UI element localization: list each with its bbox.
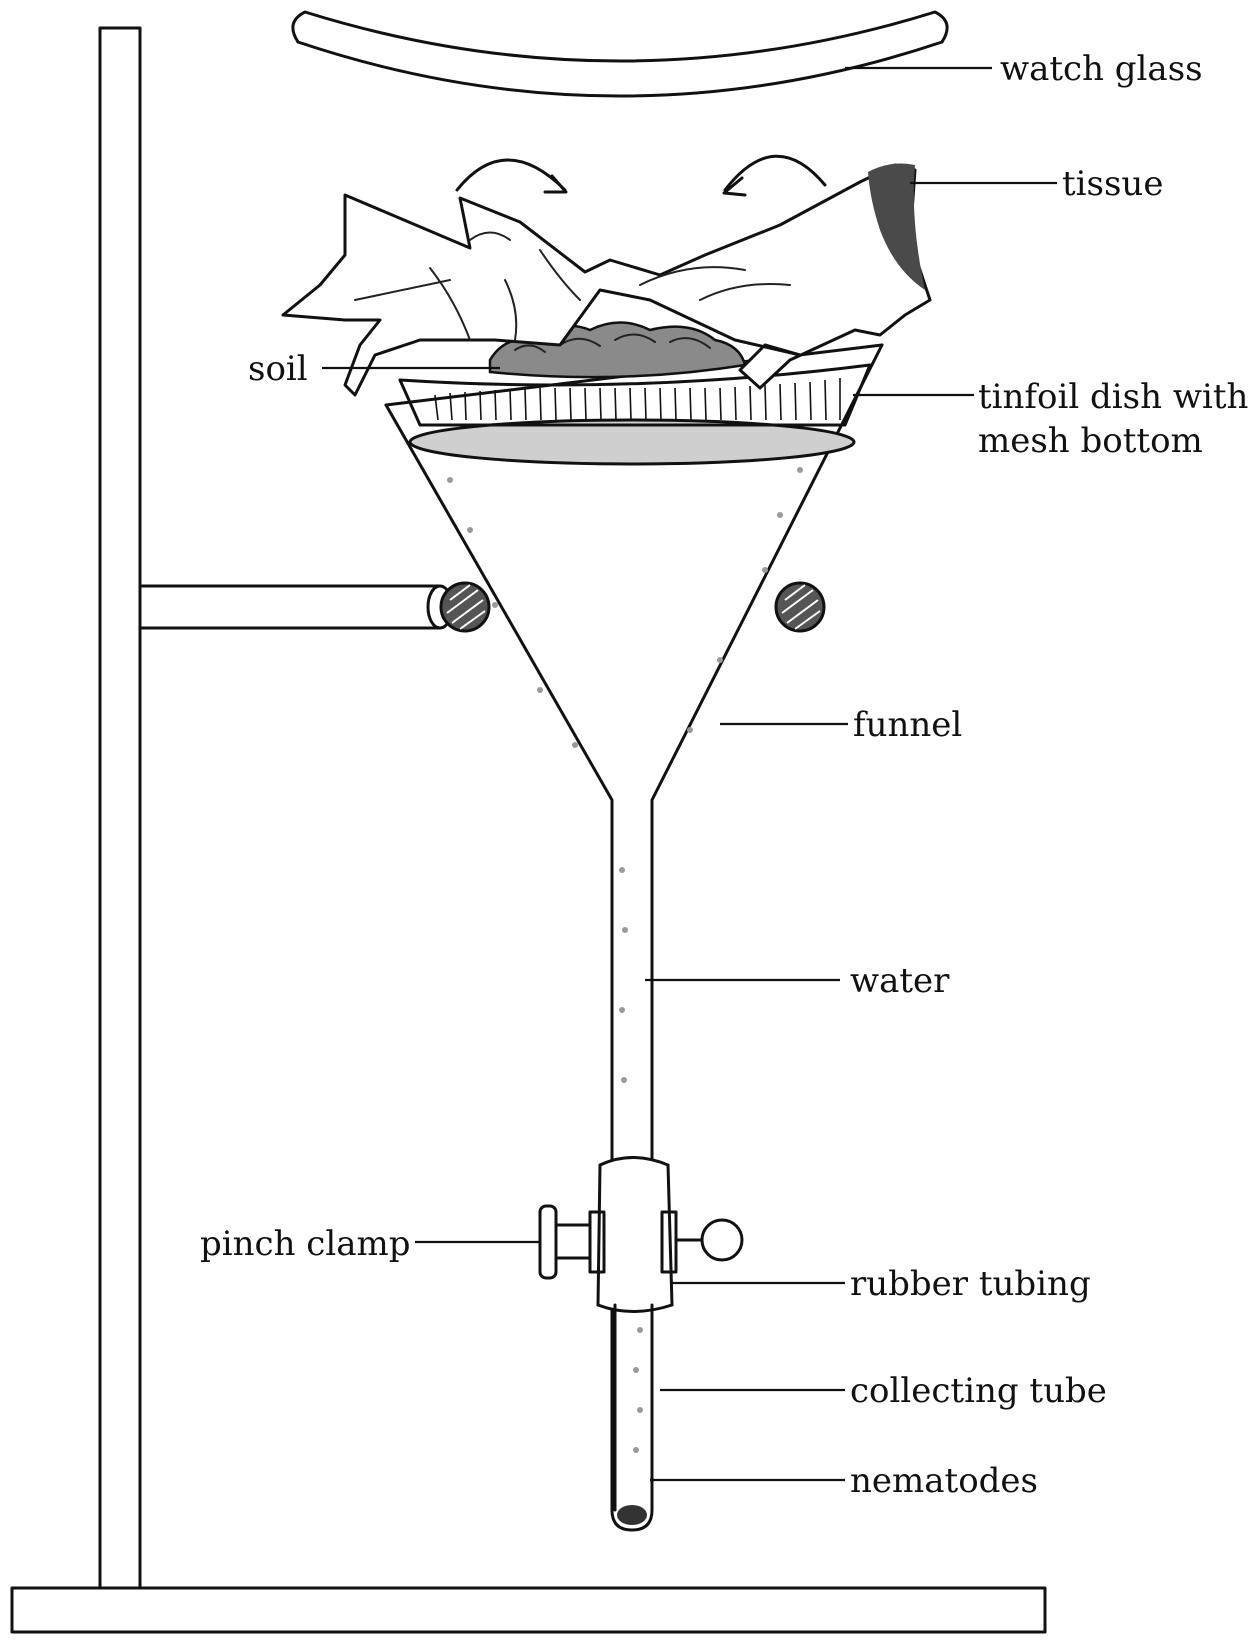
label-soil: soil: [248, 349, 308, 389]
label-water: water: [850, 961, 950, 1001]
clamp-screw-handle: [538, 1204, 558, 1280]
label-tinfoil-dish-line2: mesh bottom: [978, 421, 1203, 461]
tissue: [281, 163, 932, 397]
funnel-ring-right: [774, 581, 826, 633]
fold-arrows: [455, 154, 827, 197]
clamp-ring: [700, 1218, 744, 1262]
label-funnel: funnel: [853, 705, 962, 745]
label-tissue: tissue: [1062, 164, 1163, 204]
leader-lines: [322, 66, 1057, 1482]
rubber-tubing: [596, 1156, 674, 1313]
label-nematodes: nematodes: [850, 1461, 1038, 1501]
label-rubber-tubing: rubber tubing: [850, 1264, 1091, 1304]
label-collecting-tube: collecting tube: [850, 1371, 1107, 1411]
funnel: [384, 343, 884, 1532]
nematodes-sediment: [617, 1505, 647, 1525]
label-pinch-clamp: pinch clamp: [200, 1224, 410, 1264]
arrow-right-icon: [723, 154, 827, 192]
pinch-clamp: [538, 1156, 744, 1512]
ring-stand: [10, 26, 1047, 1634]
stand-rod: [98, 26, 142, 1590]
arrow-left-icon: [455, 158, 567, 192]
label-watch-glass: watch glass: [1000, 49, 1203, 89]
funnel-ring-left: [439, 581, 491, 633]
support-arm: [138, 584, 442, 630]
tinfoil-dish: [398, 363, 872, 466]
stand-base: [10, 1586, 1047, 1634]
watch-glass: [291, 10, 949, 98]
water-speckles: [447, 467, 803, 1453]
label-tinfoil-dish-line1: tinfoil dish with: [978, 377, 1248, 417]
tissue-shadow: [868, 163, 925, 290]
labels: watch glass tissue soil tinfoil dish wit…: [200, 49, 1248, 1501]
